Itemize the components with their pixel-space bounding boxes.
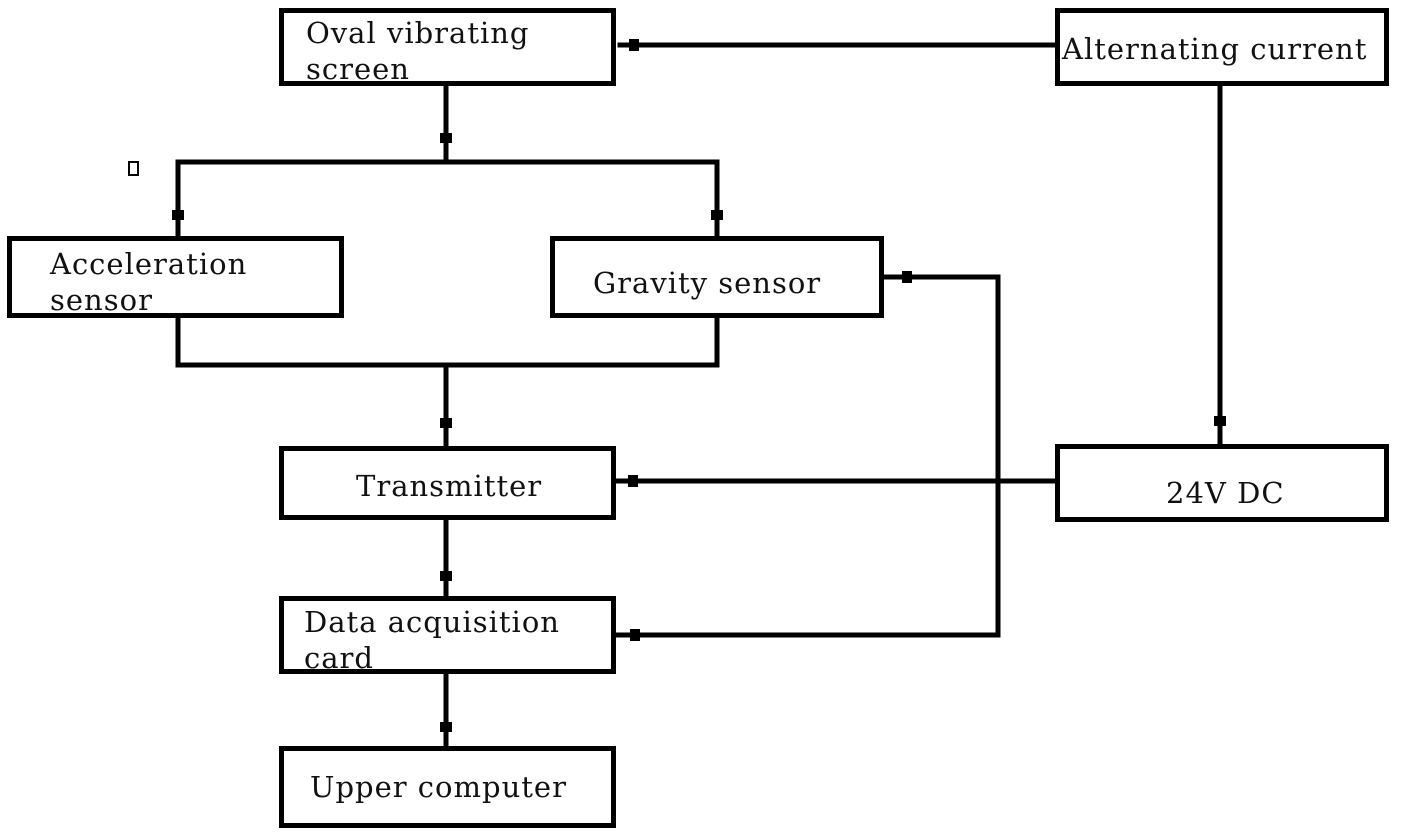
- node-label: Transmitter: [356, 469, 543, 503]
- arrowhead: [630, 629, 640, 641]
- node-oval-vibrating-screen: Oval vibrating screen: [279, 8, 616, 86]
- node-transmitter: Transmitter: [279, 446, 616, 520]
- node-label: Acceleration sensor: [50, 247, 248, 317]
- node-gravity-sensor: Gravity sensor: [550, 236, 884, 318]
- node-alternating-current: Alternating current: [1055, 8, 1389, 86]
- node-label: Gravity sensor: [593, 266, 822, 300]
- arrowhead: [1214, 416, 1226, 426]
- arrowhead: [902, 271, 912, 283]
- arrowhead: [440, 571, 452, 581]
- node-label: 24V DC: [1166, 476, 1285, 510]
- arrowhead: [440, 133, 452, 143]
- arrowhead: [629, 39, 639, 51]
- arrowhead: [440, 722, 452, 732]
- arrowhead: [172, 210, 184, 220]
- edge-merge-bar: [175, 315, 720, 368]
- edge-split-bar: [175, 159, 720, 241]
- node-label: Alternating current: [1062, 32, 1368, 66]
- node-data-acquisition-card: Data acquisition card: [279, 596, 616, 675]
- node-label: Upper computer: [310, 770, 567, 804]
- node-label: Oval vibrating screen: [306, 16, 530, 86]
- arrowhead: [628, 475, 638, 487]
- node-24v-dc: 24V DC: [1055, 444, 1389, 522]
- node-upper-computer: Upper computer: [279, 746, 616, 828]
- arrowhead: [440, 418, 452, 428]
- node-label: Data acquisition card: [304, 605, 560, 675]
- edge-dc-bus: [611, 274, 1001, 638]
- stray-square-mark: [128, 161, 139, 176]
- node-acceleration-sensor: Acceleration sensor: [7, 236, 344, 318]
- arrowhead: [711, 210, 723, 220]
